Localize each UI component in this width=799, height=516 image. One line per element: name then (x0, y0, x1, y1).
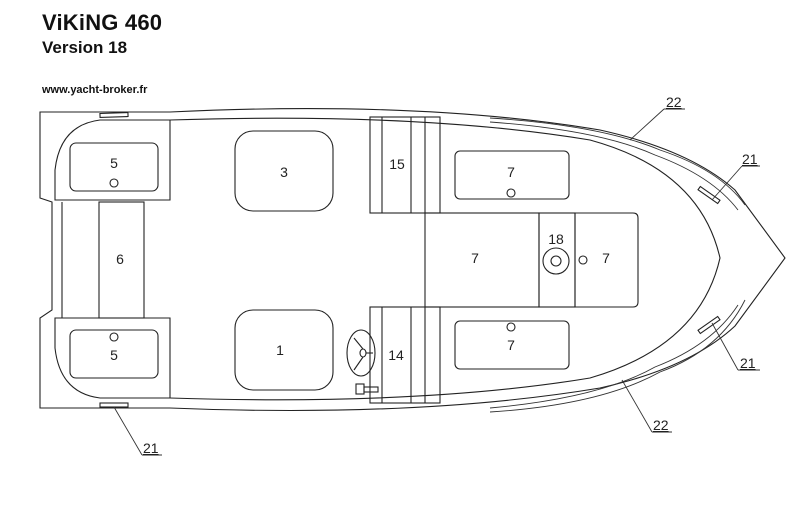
locker-7-bow[interactable] (574, 212, 639, 308)
seat-3-label: 3 (280, 164, 288, 180)
rub-rail-bottom (489, 299, 746, 413)
steering-wheel-icon[interactable] (346, 329, 376, 377)
seat-5-top[interactable] (69, 142, 159, 192)
hatch-18[interactable] (538, 212, 576, 308)
throttle-handle-icon (363, 386, 379, 393)
hatch-ring-icon (542, 247, 570, 275)
leader-line (621, 379, 653, 433)
console-14-label: 14 (388, 347, 404, 363)
throttle-icon (355, 383, 365, 395)
locker-7-center-label: 7 (471, 250, 479, 266)
console-15-label: 15 (389, 156, 405, 172)
seat-5-bottom[interactable] (69, 329, 159, 379)
version-subtitle: Version 18 (42, 38, 128, 57)
inner-gunwale (169, 117, 721, 401)
bench-6-label: 6 (116, 251, 124, 267)
drain-icon (506, 188, 516, 198)
seat-1[interactable] (234, 309, 334, 391)
drain-icon (109, 332, 119, 342)
locker-7-bottom-label: 7 (507, 337, 515, 353)
locker-7-top[interactable] (454, 150, 570, 200)
hatch-18-label: 18 (548, 231, 564, 247)
drain-icon (109, 178, 119, 188)
rub-rail-top (489, 117, 746, 206)
leader-line (113, 406, 143, 456)
cleat-icon (697, 315, 721, 335)
callout-21-bow-top: 21 (742, 151, 758, 167)
locker-7-bottom[interactable] (454, 320, 570, 370)
console-14[interactable] (369, 306, 441, 404)
hull-outline (39, 108, 786, 412)
console-15[interactable] (369, 116, 441, 214)
seat-5-top-label: 5 (110, 155, 118, 171)
locker-7-bow-label: 7 (602, 250, 610, 266)
rub-rail-top-inner (489, 121, 739, 211)
stern-seat-top-frame (54, 119, 171, 201)
drain-icon (506, 322, 516, 332)
locker-7-center[interactable] (424, 212, 540, 308)
callout-21-bow-bottom: 21 (740, 355, 756, 371)
website-link[interactable]: www.yacht-broker.fr (42, 84, 148, 96)
callout-22-top: 22 (666, 94, 682, 110)
hatch-center-icon (550, 255, 562, 267)
callout-21-stern: 21 (143, 440, 159, 456)
leader-line (629, 108, 665, 141)
leader-line (711, 322, 739, 371)
leader-line (711, 165, 743, 201)
boat-model-title: ViKiNG 460 (42, 10, 163, 35)
callout-22-bottom: 22 (653, 417, 669, 433)
bench-6[interactable] (98, 201, 145, 319)
drain-icon (578, 255, 588, 265)
cleat-icon (99, 402, 129, 408)
cleat-icon (697, 185, 721, 205)
cleat-icon (99, 111, 129, 119)
seat-3[interactable] (234, 130, 334, 212)
seat-5-bottom-label: 5 (110, 347, 118, 363)
seat-1-label: 1 (276, 342, 284, 358)
stern-seat-bottom-frame (54, 317, 171, 399)
locker-7-top-label: 7 (507, 164, 515, 180)
